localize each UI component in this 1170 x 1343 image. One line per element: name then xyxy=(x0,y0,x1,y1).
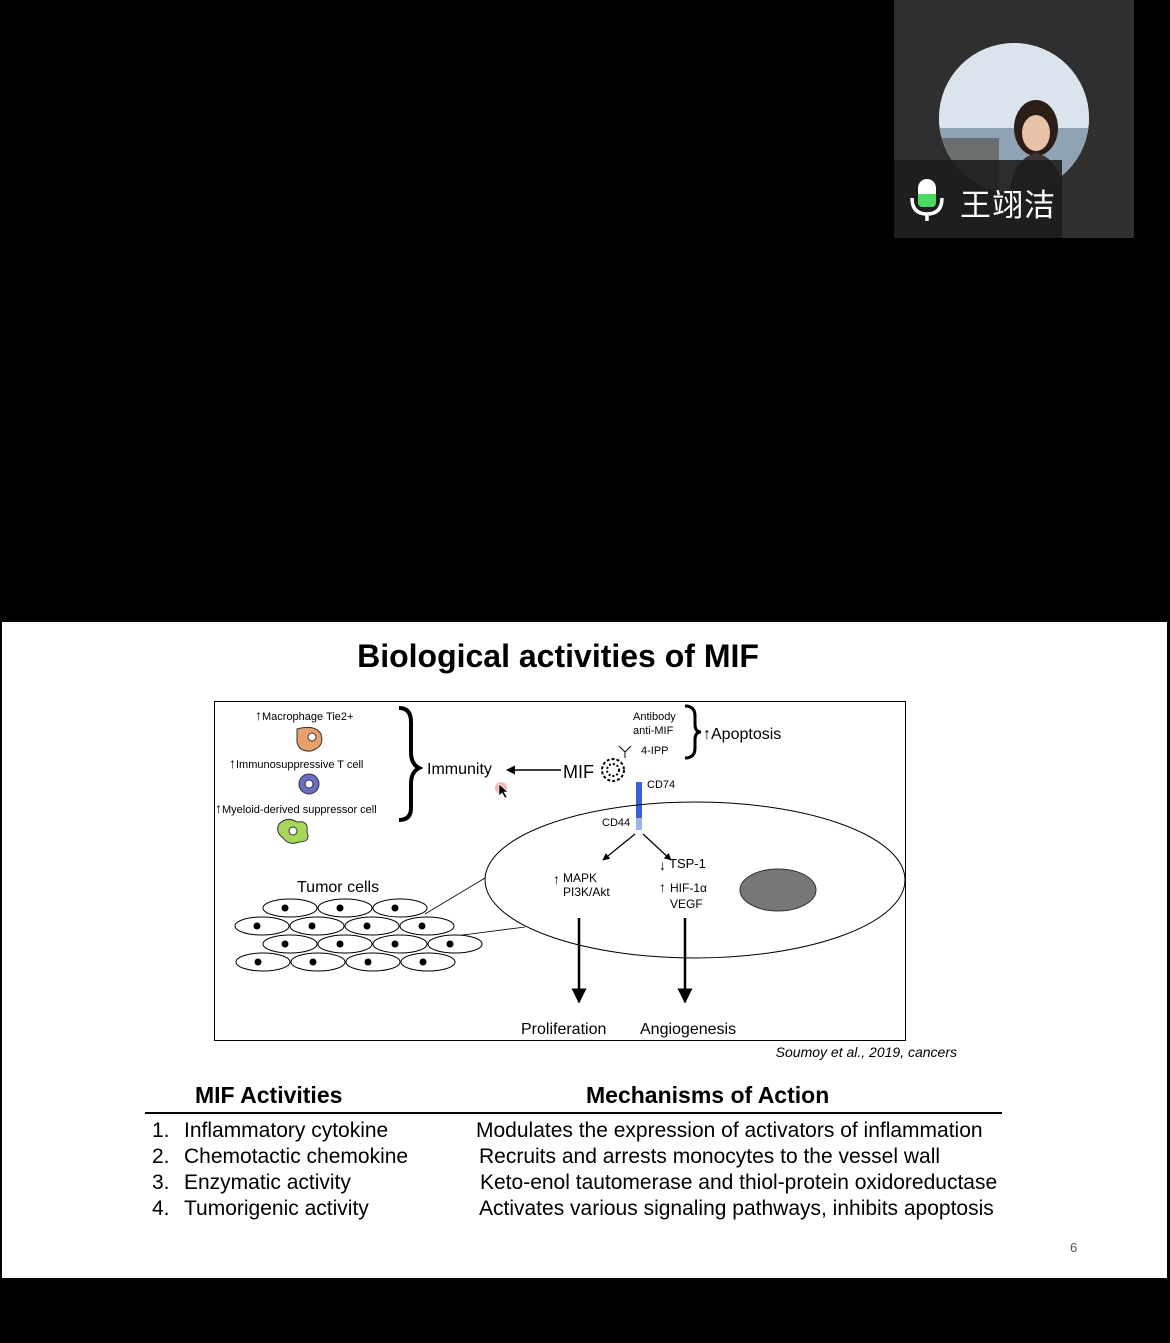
apoptosis-label: ↑Apoptosis xyxy=(703,726,781,743)
svg-text:↓: ↓ xyxy=(659,857,666,873)
mif-diagram: ↑Macrophage Tie2+ ↑Immunosuppressive T c… xyxy=(214,701,906,1041)
svg-text:↑: ↑ xyxy=(659,879,666,895)
pi3k-label: PI3K/Akt xyxy=(563,885,610,899)
mechanism-text: Recruits and arrests monocytes to the ve… xyxy=(479,1145,941,1168)
angiogenesis-label: Angiogenesis xyxy=(640,1021,736,1038)
tumor-cell-enlarged xyxy=(484,801,905,959)
ipp-label: 4-IPP xyxy=(641,745,669,757)
microphone-icon[interactable] xyxy=(908,178,946,222)
immunity-label: Immunity xyxy=(427,761,492,778)
cd74-label: CD74 xyxy=(647,779,675,791)
mechanism-text: Keto-enol tautomerase and thiol-protein … xyxy=(480,1171,998,1194)
activities-table-header: MIF Activities Mechanisms of Action xyxy=(145,1080,1002,1114)
nucleus xyxy=(739,868,817,912)
row-number: 3. xyxy=(152,1171,170,1194)
mif-molecule xyxy=(601,758,625,782)
citation: Soumoy et al., 2019, cancers xyxy=(775,1044,957,1060)
mif-label: MIF xyxy=(563,762,594,782)
tumor-cells-label: Tumor cells xyxy=(297,879,379,896)
vegf-label: VEGF xyxy=(670,897,703,911)
svg-text:↑: ↑ xyxy=(553,871,560,887)
tsp-label: TSP-1 xyxy=(669,856,706,871)
row-number: 4. xyxy=(152,1197,170,1220)
row-number: 1. xyxy=(152,1119,170,1142)
mechanism-text: Activates various signaling pathways, in… xyxy=(479,1197,994,1220)
activity-name: Chemotactic chemokine xyxy=(184,1145,409,1168)
cell-label-macrophage: ↑Macrophage Tie2+ xyxy=(255,707,353,723)
column-header-mechanisms: Mechanisms of Action xyxy=(586,1082,830,1108)
immunity-brace xyxy=(398,706,424,822)
participant-name: 王翊洁 xyxy=(960,188,1056,224)
mapk-label: MAPK xyxy=(563,871,597,885)
slide-title: Biological activities of MIF xyxy=(357,638,759,674)
row-number: 2. xyxy=(152,1145,170,1168)
participant-name-bar: 王翊洁 xyxy=(894,160,1062,238)
participant-video-tile[interactable]: 王翊洁 xyxy=(894,0,1134,238)
column-header-activities: MIF Activities xyxy=(195,1082,343,1108)
cell-label-t-cell: ↑Immunosuppressive T cell xyxy=(229,755,363,771)
participant-avatar xyxy=(939,43,1089,193)
activity-name: Inflammatory cytokine xyxy=(184,1119,389,1142)
cd74-receptor xyxy=(636,782,642,818)
cell-label-mdsc: ↑Myeloid-derived suppressor cell xyxy=(215,800,377,816)
mechanism-text: Modulates the expression of activators o… xyxy=(476,1119,983,1142)
apoptosis-brace xyxy=(684,704,702,760)
tumor-cell-cluster xyxy=(234,898,483,972)
activity-name: Tumorigenic activity xyxy=(184,1197,369,1220)
proliferation-label: Proliferation xyxy=(521,1021,606,1038)
activity-name: Enzymatic activity xyxy=(184,1171,351,1194)
anti-mif-label: anti-MIF xyxy=(633,725,674,737)
hif-label: HIF-1α xyxy=(670,881,707,895)
mouse-pointer-icon xyxy=(495,782,509,799)
cd44-label: CD44 xyxy=(602,817,630,829)
shared-slide: Biological activities of MIF ↑Macrophage… xyxy=(2,622,1167,1278)
antibody-label: Antibody xyxy=(633,711,676,723)
page-number: 6 xyxy=(1070,1240,1078,1255)
